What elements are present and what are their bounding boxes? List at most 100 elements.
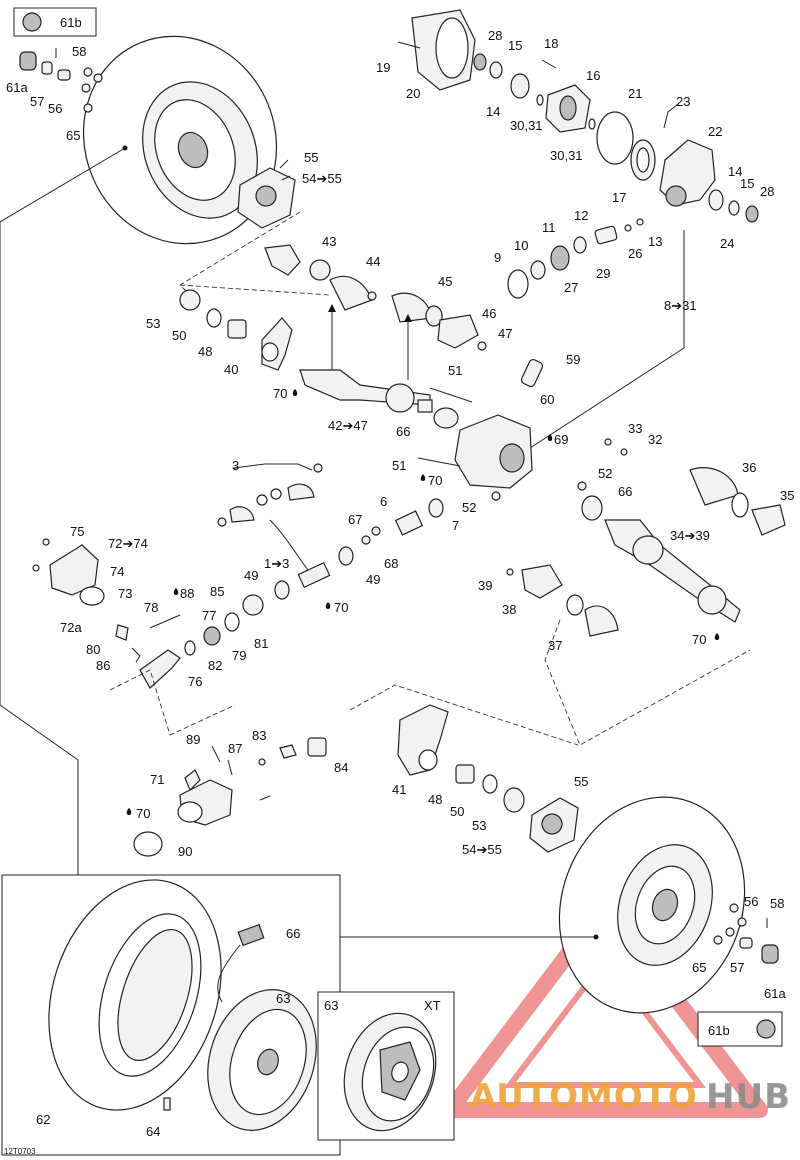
xt-label: XT xyxy=(424,998,441,1013)
callout-37: 37 xyxy=(548,638,562,653)
callout-85: 85 xyxy=(210,584,224,599)
callout-57-bot: 57 xyxy=(730,960,744,975)
callout-48-top: 48 xyxy=(198,344,212,359)
callout-27: 27 xyxy=(564,280,578,295)
steering-knuckle-bottom xyxy=(397,704,449,776)
callout-7: 7 xyxy=(452,518,459,533)
callout-54-55-top: 54➔55 xyxy=(302,171,342,186)
callout-66b: 66 xyxy=(618,484,632,499)
bottom-right-wheel xyxy=(340,796,746,1014)
callout-52a: 52 xyxy=(598,466,612,481)
callout-50-bot: 50 xyxy=(450,804,464,819)
callout-88: 88 xyxy=(180,586,194,601)
callout-35: 35 xyxy=(780,488,794,503)
drive-shaft-rear xyxy=(604,519,741,623)
callout-34-39: 34➔39 xyxy=(670,528,710,543)
callout-13: 13 xyxy=(648,234,662,249)
callout-39: 39 xyxy=(478,578,492,593)
callout-79: 79 xyxy=(232,648,246,663)
callout-81: 81 xyxy=(254,636,268,651)
callout-41: 41 xyxy=(392,782,406,797)
callout-45: 45 xyxy=(438,274,452,289)
callout-10: 10 xyxy=(514,238,528,253)
watermark-text-1: AUTOMOTO xyxy=(470,1077,698,1117)
callout-48-bot: 48 xyxy=(428,792,442,807)
callout-75: 75 xyxy=(70,524,84,539)
callout-76: 76 xyxy=(188,674,202,689)
callout-71: 71 xyxy=(150,772,164,787)
tire xyxy=(48,879,222,1111)
callout-70e: 70 xyxy=(136,806,150,821)
callout-87: 87 xyxy=(228,741,242,756)
callout-36: 36 xyxy=(742,460,756,475)
callout-84: 84 xyxy=(334,760,348,775)
callout-53-bot: 53 xyxy=(472,818,486,833)
callout-6: 6 xyxy=(380,494,387,509)
callout-77: 77 xyxy=(202,608,216,623)
callout-68: 68 xyxy=(384,556,398,571)
stub-shaft xyxy=(139,649,181,689)
callout-17: 17 xyxy=(612,190,626,205)
callout-15b: 15 xyxy=(740,176,754,191)
callout-55-bot: 55 xyxy=(574,774,588,789)
rim-xt xyxy=(343,1012,437,1132)
callout-11: 11 xyxy=(542,220,556,235)
callout-30-31a: 30,31 xyxy=(510,118,543,133)
callout-54-55-bot: 54➔55 xyxy=(462,842,502,857)
housing-71 xyxy=(177,769,233,826)
actuator-72-74 xyxy=(32,538,105,606)
callout-28b: 28 xyxy=(760,184,774,199)
callout-9: 9 xyxy=(494,250,501,265)
callout-50-top: 50 xyxy=(172,328,186,343)
callout-66a: 66 xyxy=(396,424,410,439)
callout-32: 32 xyxy=(648,432,662,447)
callout-65-bot: 65 xyxy=(692,960,706,975)
callout-80: 80 xyxy=(86,642,100,657)
callout-89: 89 xyxy=(186,732,200,747)
callout-47: 47 xyxy=(498,326,512,341)
differential-core xyxy=(545,84,591,133)
callout-19: 19 xyxy=(376,60,390,75)
pinion-shaft-cluster xyxy=(507,218,644,299)
callout-58-top: 58 xyxy=(72,44,86,59)
callout-53-top: 53 xyxy=(146,316,160,331)
figure-code: 12T0703 xyxy=(4,1147,36,1156)
cv-joint-outer-top xyxy=(264,244,377,311)
callout-24: 24 xyxy=(720,236,734,251)
differential-housing-left xyxy=(397,9,476,91)
callout-42-47: 42➔47 xyxy=(328,418,368,433)
callout-59: 59 xyxy=(566,352,580,367)
callout-44: 44 xyxy=(366,254,380,269)
callout-74: 74 xyxy=(110,564,124,579)
callout-46: 46 xyxy=(482,306,496,321)
callout-56-bot: 56 xyxy=(744,894,758,909)
callout-23: 23 xyxy=(676,94,690,109)
callout-57-top: 57 xyxy=(30,94,44,109)
watermark-triangle xyxy=(442,897,768,1118)
callout-18: 18 xyxy=(544,36,558,51)
callout-28a: 28 xyxy=(488,28,502,43)
callout-70b: 70 xyxy=(428,473,442,488)
callout-40: 40 xyxy=(224,362,238,377)
callout-64: 64 xyxy=(146,1124,160,1139)
callout-43: 43 xyxy=(322,234,336,249)
callout-30-31b: 30,31 xyxy=(550,148,583,163)
center-shaft xyxy=(274,498,444,600)
callout-86: 86 xyxy=(96,658,110,673)
callout-63a: 63 xyxy=(276,991,290,1006)
callout-90: 90 xyxy=(178,844,192,859)
callout-49b: 49 xyxy=(366,572,380,587)
callout-62: 62 xyxy=(36,1112,50,1127)
callout-52b: 52 xyxy=(462,500,476,515)
callout-66-tire: 66 xyxy=(286,926,300,941)
callout-78: 78 xyxy=(144,600,158,615)
callout-61a-top: 61a xyxy=(6,80,28,95)
callout-38: 38 xyxy=(502,602,516,617)
callout-3: 3 xyxy=(232,458,239,473)
callout-61b-top: 61b xyxy=(60,15,82,30)
callout-14a: 14 xyxy=(486,104,500,119)
callout-55-top: 55 xyxy=(304,150,318,165)
callout-49a: 49 xyxy=(244,568,258,583)
callout-12: 12 xyxy=(574,208,588,223)
callout-70a: 70 xyxy=(273,386,287,401)
